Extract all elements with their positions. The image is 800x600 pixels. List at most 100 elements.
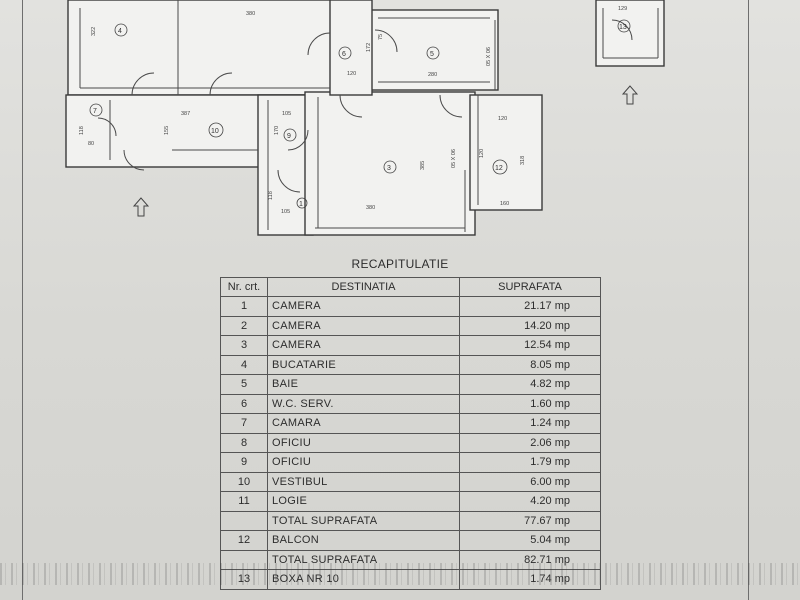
row-destinatia: CAMERA <box>267 335 460 356</box>
row-number: 12 <box>220 530 268 551</box>
dimension-label: 105 <box>281 209 290 215</box>
row-number: 8 <box>220 432 268 453</box>
plan-walls <box>65 0 665 236</box>
row-destinatia: VESTIBUL <box>267 471 460 492</box>
page-border-right <box>748 0 749 600</box>
table-header-row: Nr. crt. DESTINATIA SUPRAFATA <box>220 277 601 297</box>
dimension-label: 160 <box>500 201 509 207</box>
plan-dimensions: 380 322 172 120 280 05 X 06 387 105 155 … <box>79 6 627 215</box>
dimension-label: 172 <box>366 43 372 52</box>
row-destinatia: BUCATARIE <box>267 354 460 375</box>
header-nr: Nr. crt. <box>220 277 268 297</box>
dimension-label: 05 X 06 <box>451 149 457 168</box>
scan-artifact <box>0 563 800 585</box>
row-suprafata: 4.20 mp <box>459 491 601 512</box>
dimension-label: 105 <box>282 111 291 117</box>
dimension-label: 120 <box>479 149 485 158</box>
row-suprafata: 12.54 mp <box>459 335 601 356</box>
row-destinatia: W.C. SERV. <box>267 393 460 414</box>
header-destinatia: DESTINATIA <box>267 277 460 297</box>
dimension-label: 75 <box>378 34 384 40</box>
row-number: 4 <box>220 354 268 375</box>
row-destinatia: OFICIU <box>267 432 460 453</box>
row-destinatia: BALCON <box>267 530 460 551</box>
dimension-label: 380 <box>246 11 255 17</box>
row-number <box>220 510 268 531</box>
room-number: 1 <box>299 201 303 208</box>
row-destinatia: BAIE <box>267 374 460 395</box>
plan-room-labels: 4 5 6 7 10 9 3 12 1 13 <box>89 19 631 209</box>
dimension-label: 120 <box>498 116 507 122</box>
row-suprafata: 5.04 mp <box>459 530 601 551</box>
row-suprafata: 4.82 mp <box>459 374 601 395</box>
row-suprafata: 1.60 mp <box>459 393 601 414</box>
row-destinatia: BOXA NR 10 <box>267 569 460 590</box>
row-suprafata: 1.24 mp <box>459 413 601 434</box>
row-destinatia: TOTAL SUPRAFATA <box>267 510 460 531</box>
plan-partitions <box>79 0 659 232</box>
row-number: 1 <box>220 296 268 317</box>
row-number: 10 <box>220 471 268 492</box>
entrance-arrow-icon <box>132 85 639 217</box>
dimension-label: 387 <box>181 111 190 117</box>
dimension-label: 318 <box>520 156 526 165</box>
room-number: 9 <box>287 133 291 140</box>
dimension-label: 280 <box>428 72 437 78</box>
dimension-label: 385 <box>420 161 426 170</box>
row-destinatia: OFICIU <box>267 452 460 473</box>
row-suprafata: 6.00 mp <box>459 471 601 492</box>
dimension-label: 380 <box>366 205 375 211</box>
header-suprafata: SUPRAFATA <box>459 277 601 297</box>
row-destinatia: LOGIE <box>267 491 460 512</box>
row-destinatia: CAMERA <box>267 315 460 336</box>
room-number: 7 <box>93 108 97 115</box>
row-number: 7 <box>220 413 268 434</box>
recap-title: RECAPITULATIE <box>351 257 449 271</box>
row-suprafata: 77.67 mp <box>459 510 601 531</box>
room-number: 12 <box>495 165 503 172</box>
row-number: 3 <box>220 335 268 356</box>
room-number: 6 <box>342 51 346 58</box>
dimension-label: 322 <box>91 27 97 36</box>
dimension-label: 120 <box>347 71 356 77</box>
row-number: 9 <box>220 452 268 473</box>
room-number: 13 <box>619 24 627 31</box>
row-suprafata: 8.05 mp <box>459 354 601 375</box>
dimension-label: 170 <box>274 126 280 135</box>
dimension-label: 129 <box>618 6 627 12</box>
table-row: 13BOXA NR 101.74 mp <box>220 569 601 590</box>
row-number: 11 <box>220 491 268 512</box>
row-number: 6 <box>220 393 268 414</box>
room-number: 3 <box>387 165 391 172</box>
room-number: 5 <box>430 51 434 58</box>
row-suprafata: 1.79 mp <box>459 452 601 473</box>
room-number: 4 <box>118 28 122 35</box>
dimension-label: 118 <box>268 191 274 200</box>
row-destinatia: CAMERA <box>267 296 460 317</box>
floor-plan: 4 5 6 7 10 9 3 12 1 13 380 322 172 120 2… <box>65 0 665 236</box>
plan-doors <box>97 19 633 193</box>
row-number: 5 <box>220 374 268 395</box>
row-suprafata: 14.20 mp <box>459 315 601 336</box>
dimension-label: 118 <box>79 126 85 135</box>
row-suprafata: 2.06 mp <box>459 432 601 453</box>
row-suprafata: 1.74 mp <box>459 569 601 590</box>
room-number: 10 <box>211 128 219 135</box>
